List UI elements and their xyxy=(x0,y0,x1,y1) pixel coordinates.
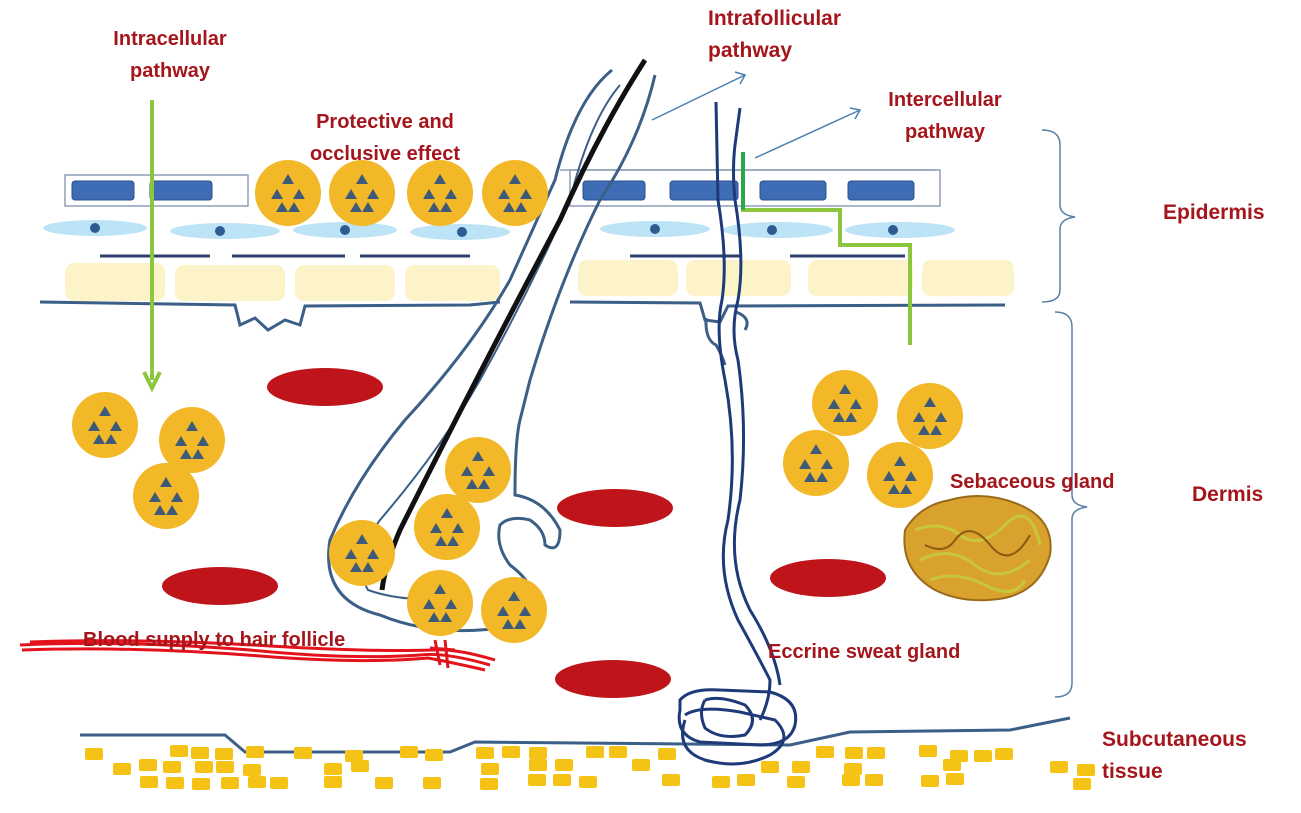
fat-cell xyxy=(632,759,650,771)
sebaceous-gland xyxy=(903,495,1052,602)
fat-cell xyxy=(294,747,312,759)
fat-cell xyxy=(139,759,157,771)
intercellular-pathway-arrow xyxy=(741,152,912,345)
blood-supply-label: Blood supply to hair follicle xyxy=(83,629,346,651)
fat-cell xyxy=(1073,778,1091,790)
epidermis-label: Epidermis xyxy=(1163,201,1265,224)
fat-cell xyxy=(761,761,779,773)
fat-cell xyxy=(113,763,131,775)
fat-cell xyxy=(195,761,213,773)
fat-cell xyxy=(712,776,730,788)
fat-cell xyxy=(246,746,264,758)
fat-cell xyxy=(792,761,810,773)
fat-cell xyxy=(192,778,210,790)
stratum-corneum xyxy=(64,169,941,207)
fat-cell xyxy=(662,774,680,786)
fat-cell xyxy=(375,777,393,789)
fat-cell xyxy=(170,745,188,757)
fat-cell xyxy=(737,774,755,786)
fat-cell xyxy=(248,776,266,788)
fat-cell xyxy=(270,777,288,789)
basal-layer xyxy=(65,260,1014,301)
fat-cell xyxy=(867,747,885,759)
fat-cell xyxy=(995,748,1013,760)
fat-cell xyxy=(480,778,498,790)
granular-layer xyxy=(43,220,955,258)
dermis-label: Dermis xyxy=(1192,483,1264,506)
fat-cell xyxy=(85,748,103,760)
fat-cell xyxy=(555,759,573,771)
fat-cell xyxy=(502,746,520,758)
fat-cell xyxy=(921,775,939,787)
fat-cell xyxy=(844,763,862,775)
hair-follicle-outline xyxy=(327,68,657,633)
fat-cell xyxy=(400,746,418,758)
fat-cell xyxy=(553,774,571,786)
fat-cell xyxy=(946,773,964,785)
fat-cell xyxy=(1077,764,1095,776)
layer-brackets xyxy=(1041,129,1088,698)
intracellular-pathway-arrow xyxy=(142,100,162,393)
fat-cell xyxy=(845,747,863,759)
fat-cell xyxy=(528,774,546,786)
fat-cell xyxy=(787,776,805,788)
fat-cell xyxy=(216,761,234,773)
eccrine-sweat-duct-right xyxy=(732,107,782,686)
fat-cell xyxy=(943,759,961,771)
fat-cell xyxy=(345,750,363,762)
fat-cell xyxy=(919,745,937,757)
fat-cell xyxy=(351,760,369,772)
sweat-gland-coil xyxy=(677,688,798,766)
fat-cell xyxy=(476,747,494,759)
fat-cell xyxy=(324,763,342,775)
fat-cell xyxy=(609,746,627,758)
fat-cell xyxy=(529,759,547,771)
fat-cell xyxy=(140,776,158,788)
eccrine-sweat-duct xyxy=(714,101,772,721)
fat-cell xyxy=(221,777,239,789)
hair-shaft xyxy=(379,58,648,591)
dermis-subcutaneous-boundary xyxy=(80,716,1071,754)
fat-cell xyxy=(243,764,261,776)
fat-cell xyxy=(865,774,883,786)
sebaceous-gland-label: Sebaceous gland xyxy=(950,471,1115,493)
epidermis-dermis-boundary xyxy=(39,300,1006,332)
fat-cell xyxy=(191,747,209,759)
fat-cell xyxy=(1050,761,1068,773)
fat-cell xyxy=(425,749,443,761)
label-pointer-arrows xyxy=(651,71,862,159)
fat-cell xyxy=(816,746,834,758)
fat-cell xyxy=(423,777,441,789)
blood-vessels xyxy=(162,368,886,698)
fat-cell xyxy=(166,777,184,789)
fat-cell xyxy=(579,776,597,788)
fat-cell xyxy=(586,746,604,758)
hair-follicle-blood-supply xyxy=(19,639,496,672)
fat-cell xyxy=(842,774,860,786)
fat-cell xyxy=(658,748,676,760)
fat-cell xyxy=(215,748,233,760)
fat-cell xyxy=(529,747,547,759)
fat-cell xyxy=(974,750,992,762)
eccrine-sweat-gland-label: Eccrine sweat gland xyxy=(768,641,961,663)
fat-cell xyxy=(163,761,181,773)
subcutaneous-fat-cells xyxy=(85,745,1095,790)
fat-cell xyxy=(481,763,499,775)
fat-cell xyxy=(324,776,342,788)
